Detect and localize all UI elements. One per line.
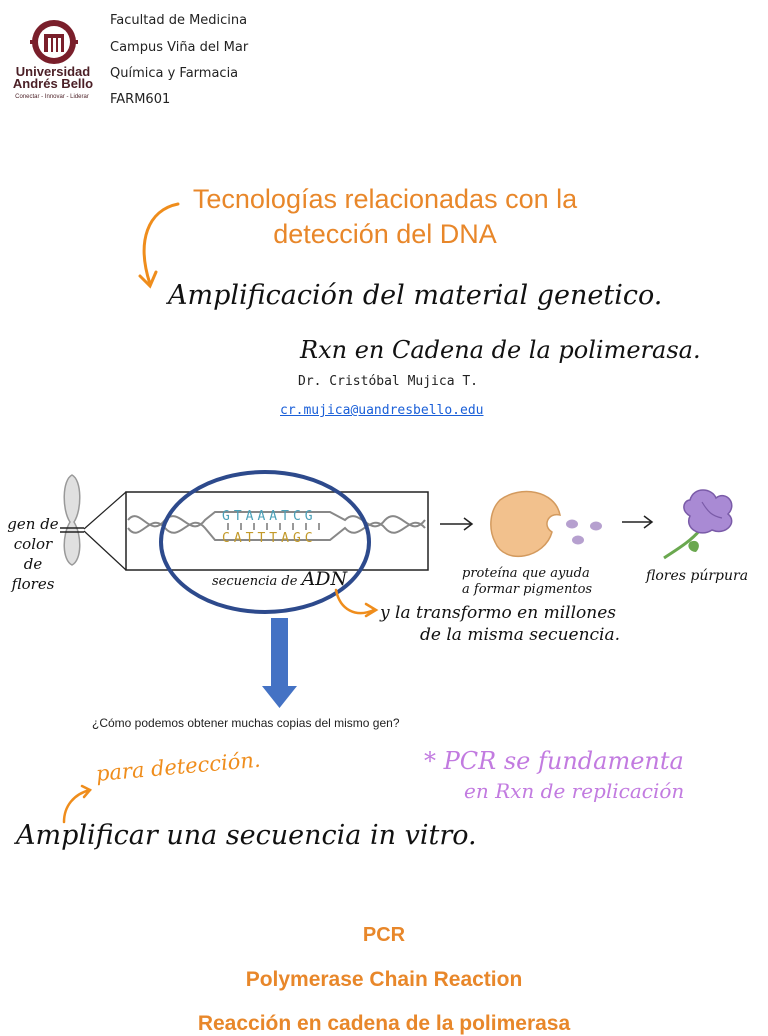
pcr-acronym: PCR	[362, 924, 406, 946]
author-email-link[interactable]: cr.mujica@uandresbello.edu	[280, 403, 484, 418]
logo-name-line2: Andrés Bello	[12, 76, 94, 91]
flower-icon	[663, 489, 733, 560]
logo-tagline: Conectar - Innovar - Liderar	[15, 94, 89, 100]
note-pcr-1: * PCR se fundamenta	[424, 747, 684, 775]
highlight-circle	[159, 470, 371, 614]
sequence-bottom: CATTTAGC	[222, 531, 317, 546]
down-arrow-shaft	[271, 618, 288, 688]
curved-arrow-icon	[138, 202, 180, 289]
orange-arrow-icon	[334, 588, 376, 615]
logo-name: Universidad Andrés Bello	[4, 64, 102, 91]
pcr-english: Polymerase Chain Reaction	[245, 968, 523, 991]
title-line2: detección del DNA	[273, 219, 497, 249]
header-faculty: Facultad de Medicina	[110, 13, 248, 28]
note-transformo-1: y la transformo en millones	[380, 603, 616, 623]
flower-label: flores púrpura	[646, 568, 749, 584]
protein-icon	[490, 490, 561, 558]
gene-label: gen de color de flores	[4, 514, 62, 594]
protein-label: proteína que ayuda a formar pigmentos	[462, 566, 592, 598]
arrow-right-icon	[440, 517, 474, 531]
gene-label-3: de flores	[11, 555, 55, 593]
gene-label-1: gen de	[7, 515, 59, 533]
note-para-deteccion: para detección.	[94, 747, 262, 786]
header-program: Química y Farmacia	[110, 66, 239, 81]
header-campus: Campus Viña del Mar	[110, 40, 249, 55]
university-logo	[30, 20, 78, 64]
adn-text: ADN	[301, 568, 348, 590]
note-amplificar: Amplificar una secuencia in vitro.	[16, 820, 477, 851]
protein-label-2: a formar pigmentos	[462, 582, 593, 597]
header-course-code: FARM601	[110, 92, 171, 107]
note-rxn-cadena: Rxn en Cadena de la polimerasa.	[300, 336, 701, 364]
orange-arrow-up-icon	[62, 784, 92, 824]
note-pcr-fundamenta: * PCR se fundamenta en Rxn de replicació…	[424, 746, 684, 806]
protein-label-1: proteína que ayuda	[462, 566, 590, 581]
chromosome-icon	[63, 474, 81, 566]
pcr-spanish: Reacción en cadena de la polimerasa	[197, 1012, 571, 1035]
note-transformo: y la transformo en millones de la misma …	[380, 602, 620, 646]
pigment-dot	[590, 521, 602, 531]
note-pcr-2: en Rxn de replicación	[464, 779, 685, 803]
author-name: Dr. Cristóbal Mujica T.	[298, 374, 479, 389]
pigment-dot	[572, 535, 584, 545]
sequence-top: GTAAATCG	[222, 509, 317, 524]
question-text: ¿Cómo podemos obtener muchas copias del …	[92, 716, 400, 730]
arrow-right-icon-2	[622, 515, 654, 529]
gene-label-2: color	[13, 535, 53, 553]
note-transformo-2: de la misma secuencia.	[420, 625, 621, 645]
secuencia-text: secuencia de	[212, 574, 298, 589]
title-line1: Tecnologías relacionadas con la	[192, 184, 578, 214]
down-arrow-icon	[262, 686, 297, 708]
page-title: Tecnologías relacionadas con la detecció…	[120, 182, 650, 252]
logo-name-line1: Universidad	[15, 64, 91, 79]
pigment-dot	[566, 519, 578, 529]
gene-diagram: GTAAATCG CATTTAGC	[60, 470, 733, 708]
note-amplificacion: Amplificación del material genetico.	[168, 280, 663, 311]
dna-sequence-label: secuencia de ADN	[212, 568, 347, 590]
